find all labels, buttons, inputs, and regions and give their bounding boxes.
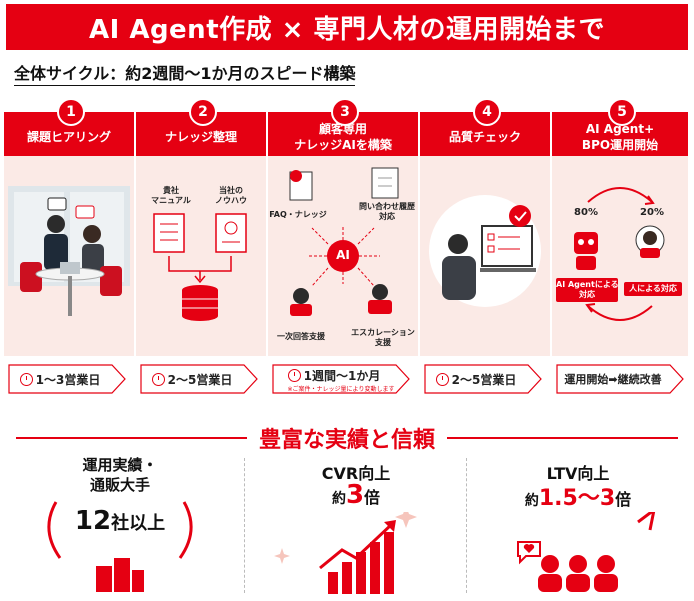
clock-icon — [287, 368, 301, 382]
duration-text: 1〜3営業日 — [35, 372, 101, 387]
knowledge-organize-icon — [153, 213, 247, 321]
our-knowhow-label: 当社の ノウハウ — [215, 186, 247, 205]
result-suffix: 倍 — [615, 490, 632, 509]
customers-heart-icon — [517, 512, 656, 592]
result-cvr: CVR向上 約3倍 — [246, 450, 466, 598]
step-number: 5 — [608, 98, 636, 126]
growth-chart-icon — [274, 512, 417, 594]
duration-note: ※ご案件・ナレッジ量により変動します — [287, 386, 395, 393]
step-2: 2 ナレッジ整理 貴社 マニュアル 当社の ノウハウ 2〜5営業日 — [136, 98, 266, 402]
arrow-badge-icon — [8, 364, 126, 394]
arrow-badge-icon — [556, 364, 684, 394]
duration-text: 運用開始➡継続改善 — [564, 373, 662, 386]
column-divider — [466, 458, 467, 593]
human-handling-badge: 人による対応 — [624, 282, 682, 296]
faq-knowledge-label: FAQ・ナレッジ — [269, 210, 327, 219]
result-value: 12 — [74, 506, 112, 536]
step-duration: 運用開始➡継続改善 — [556, 364, 684, 394]
ai-share-label: 80% — [574, 207, 598, 218]
step-number: 2 — [189, 98, 217, 126]
arrow-badge-icon — [140, 364, 258, 394]
result-line1: 運用実績・ — [82, 456, 158, 474]
step-duration: 1週間〜1か月 ※ご案件・ナレッジ量により変動します — [272, 364, 410, 394]
step-duration: 2〜5営業日 — [424, 364, 542, 394]
step-illustration: 貴社 マニュアル 当社の ノウハウ — [136, 156, 266, 356]
result-clients: 運用実績・ 通販大手 12社以上 — [10, 450, 230, 598]
result-prefix: 約 — [524, 493, 539, 509]
step-illustration: 80% 20% AI Agentによる 対応 人による対応 — [552, 156, 688, 356]
first-answer-label: 一次回答支援 — [277, 332, 325, 341]
result-suffix: 倍 — [364, 488, 381, 507]
result-value: 1.5〜3 — [538, 486, 616, 511]
duration-text: 2〜5営業日 — [451, 372, 517, 387]
column-divider — [244, 458, 245, 593]
step-duration: 2〜5営業日 — [140, 364, 258, 394]
inquiry-history-label: 問い合わせ履歴 対応 — [359, 202, 415, 221]
human-share-label: 20% — [640, 207, 664, 218]
clock-icon — [435, 372, 449, 386]
step-illustration — [420, 156, 550, 356]
step-3: 3 顧客専用 ナレッジAIを構築 FAQ・ナレッジ 問い合わせ履歴 対応 AI … — [268, 98, 418, 402]
step-number: 3 — [331, 98, 359, 126]
step-illustration: FAQ・ナレッジ 問い合わせ履歴 対応 AI 一次回答支援 エスカレーション 支… — [268, 156, 418, 356]
result-line2: 通販大手 — [89, 476, 150, 494]
title-banner: AI Agent作成 × 専門人材の運用開始まで — [6, 4, 688, 50]
meeting-illustration — [8, 186, 130, 316]
step-4: 4 品質チェック 2〜5営業日 — [420, 98, 550, 402]
subtitle: 全体サイクル：約2週間〜1か月のスピード構築 — [14, 60, 356, 86]
step-title: AI Agent+ BPO運用開始 — [552, 112, 688, 156]
ai-bpo-cycle-illustration — [574, 187, 665, 321]
result-value: 3 — [345, 480, 365, 510]
steps-flow: 1 課題ヒアリング 1〜3営業日 — [4, 98, 690, 402]
duration-text: 1週間〜1か月 — [303, 368, 381, 383]
step-1: 1 課題ヒアリング 1〜3営業日 — [4, 98, 134, 402]
ai-handling-badge: AI Agentによる 対応 — [556, 278, 619, 302]
step-duration: 1〜3営業日 — [8, 364, 126, 394]
knowledge-ai-diagram — [289, 167, 399, 316]
arrow-badge-icon — [272, 364, 410, 394]
step-5: 5 AI Agent+ BPO運用開始 80% 20% AI Agentによる … — [552, 98, 688, 402]
laurel-wreath-icon — [47, 501, 193, 592]
step-number: 1 — [57, 98, 85, 126]
result-unit: 社以上 — [111, 513, 166, 534]
duration-text: 2〜5営業日 — [167, 372, 233, 387]
results-heading: 豊富な実績と信頼 — [0, 422, 694, 454]
client-manual-label: 貴社 マニュアル — [151, 186, 191, 205]
escalation-label: エスカレーション 支援 — [351, 328, 415, 347]
result-label: LTV向上 — [546, 464, 610, 483]
page-title: AI Agent作成 × 専門人材の運用開始まで — [88, 14, 606, 45]
quality-check-illustration — [429, 195, 541, 307]
result-ltv: LTV向上 約1.5〜3倍 — [468, 450, 688, 598]
step-illustration — [4, 156, 134, 356]
result-prefix: 約 — [331, 491, 346, 507]
clock-icon — [19, 372, 33, 386]
step-number: 4 — [473, 98, 501, 126]
ai-core-label: AI — [336, 248, 350, 262]
arrow-badge-icon — [424, 364, 542, 394]
step-title: ナレッジ整理 — [136, 112, 266, 156]
result-label: CVR向上 — [321, 464, 391, 483]
clock-icon — [151, 372, 165, 386]
